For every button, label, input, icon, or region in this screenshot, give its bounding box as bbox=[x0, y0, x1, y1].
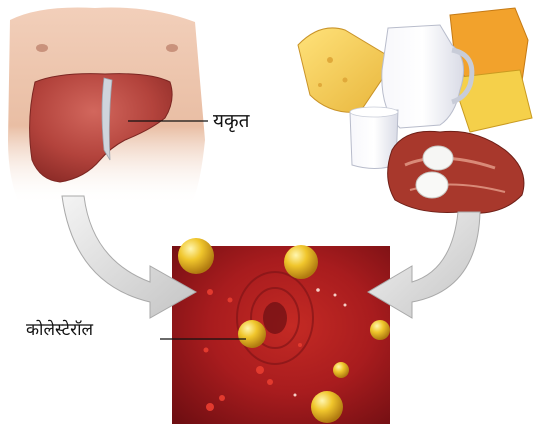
cheese-wedge bbox=[298, 28, 395, 112]
cholesterol-globule bbox=[178, 238, 214, 274]
liver-torso-illustration bbox=[8, 8, 208, 206]
raw-meat bbox=[388, 131, 524, 213]
cholesterol-globule bbox=[370, 320, 390, 340]
liver-label: यकृत bbox=[213, 112, 249, 131]
egg-1 bbox=[423, 146, 453, 170]
egg-2 bbox=[416, 172, 448, 198]
cholesterol-label: कोलेस्टेरॉल bbox=[26, 322, 93, 339]
cholesterol-globule bbox=[284, 245, 318, 279]
cholesterol-globule bbox=[333, 362, 349, 378]
right-nipple bbox=[166, 44, 178, 52]
left-nipple bbox=[36, 44, 48, 52]
blood-vessel-illustration bbox=[160, 238, 390, 424]
dairy-meat-food-illustration bbox=[298, 8, 532, 213]
cholesterol-globule bbox=[238, 320, 266, 348]
cholesterol-globule bbox=[311, 391, 343, 423]
butter-block bbox=[452, 70, 532, 132]
